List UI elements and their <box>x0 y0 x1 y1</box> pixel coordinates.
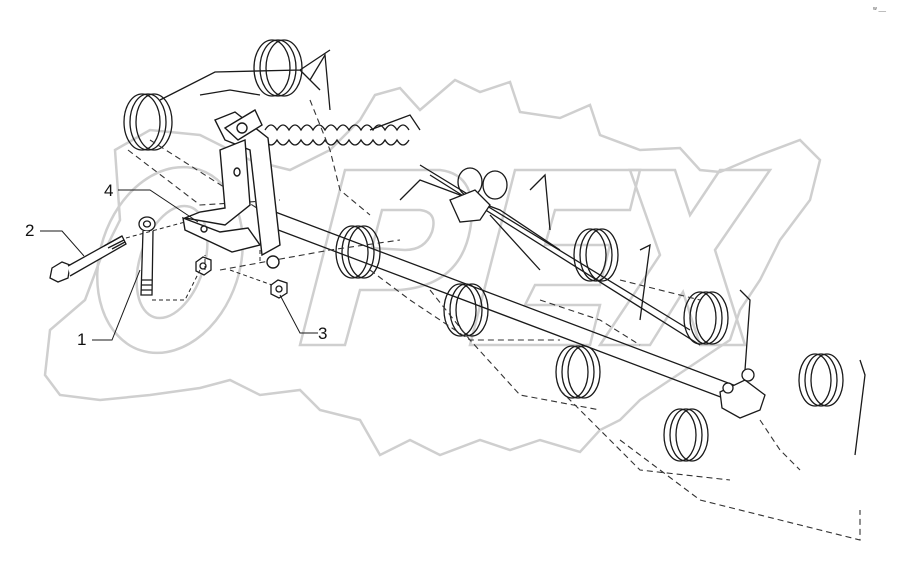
tension-spring <box>264 124 410 146</box>
spring-coil-7 <box>683 291 729 345</box>
callout-3: 3 <box>318 324 328 343</box>
spring-coil-6 <box>555 345 601 399</box>
tine-wires <box>159 49 866 456</box>
leader-line-1 <box>92 269 141 341</box>
spring-coil-8 <box>798 353 844 407</box>
leader-lines <box>40 189 318 341</box>
hub-assembly <box>449 189 766 419</box>
leader-line-2 <box>40 230 85 257</box>
watermark-gear <box>43 78 822 457</box>
spring-coil-3 <box>335 225 381 279</box>
assembly-guides <box>125 221 273 301</box>
phantom-tines <box>127 99 861 541</box>
watermark <box>43 78 822 457</box>
spring-coil-1 <box>123 93 173 151</box>
spring-coil-2 <box>253 39 303 97</box>
rake-assembly <box>123 39 866 462</box>
corner-mark: w ___ <box>872 6 886 12</box>
bolt-long <box>49 235 127 283</box>
eye-bolt <box>138 216 156 296</box>
spring-coil-9 <box>663 408 709 462</box>
callout-4: 4 <box>104 181 114 200</box>
callout-2: 2 <box>25 221 35 240</box>
watermark-letter-p <box>298 168 474 347</box>
leader-line-3 <box>279 294 318 334</box>
spring-coil-5 <box>573 228 619 282</box>
callout-1: 1 <box>77 330 87 349</box>
watermark-letter-x <box>597 168 773 347</box>
watermark-letter-o <box>95 165 245 355</box>
leader-line-4 <box>118 189 199 223</box>
mounting-bracket <box>182 109 281 269</box>
spring-coil-4 <box>443 283 489 337</box>
watermark-letter-e <box>468 168 642 347</box>
main-bar <box>264 164 761 411</box>
